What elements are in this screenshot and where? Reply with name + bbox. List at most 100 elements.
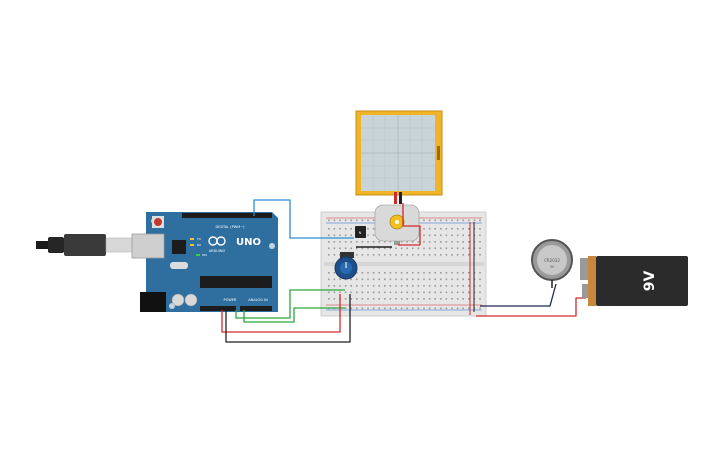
analog-header[interactable] [240,306,272,311]
wires[interactable] [221,199,586,343]
breadboard-hole [451,254,453,256]
breadboard-hole [356,278,358,281]
breadboard-hole [428,228,431,230]
breadboard-hole [372,278,375,281]
breadboard-hole [479,228,481,230]
breadboard-hole [356,247,358,250]
dc-motor[interactable] [374,192,420,245]
breadboard-hole [479,272,481,274]
breadboard-hole [344,298,347,300]
breadboard-hole [434,272,436,274]
breadboard-hole [412,272,414,274]
breadboard-hole [361,298,364,300]
breadboard-hole [406,254,408,256]
breadboard-hole [462,272,464,274]
breadboard-hole [384,247,386,250]
digital-label: DIGITAL (PWM~) [215,225,245,229]
breadboard-hole [434,241,436,243]
breadboard-hole [451,291,453,294]
breadboard-hole [361,278,364,281]
breadboard-hole [333,272,336,274]
breadboard-hole [384,241,386,243]
usb-port[interactable] [131,233,165,259]
arduino-uno-board[interactable]: DIGITAL (PWM~) UNO ARDUINO TX RX ON POWE… [131,212,278,312]
breadboard-hole [451,298,453,300]
lcd-display-module[interactable] [355,110,443,196]
breadboard-hole [406,285,408,287]
breadboard-hole [344,241,347,243]
breadboard-hole [434,234,436,237]
potentiometer[interactable] [334,252,358,280]
breadboard-hole [445,298,448,300]
breadboard-hole [378,298,380,300]
breadboard-hole [468,291,470,294]
breadboard-hole [417,291,420,294]
digital-header[interactable] [182,213,272,218]
breadboard-hole [428,254,431,256]
breadboard-hole [434,307,436,310]
breadboard-hole [423,285,425,287]
breadboard-hole [384,272,386,274]
breadboard-hole [462,247,464,250]
breadboard-hole [456,272,459,274]
breadboard-hole [434,285,436,287]
breadboard-hole [423,291,425,294]
breadboard-hole [333,247,336,250]
coin-cell-battery[interactable]: CR2032 3V [531,239,573,288]
breadboard-hole [328,272,330,274]
breadboard-hole [395,291,397,294]
usb-cable[interactable] [36,234,135,256]
breadboard-hole [440,228,442,230]
breadboard-hole [479,291,481,294]
breadboard-hole [350,228,352,230]
breadboard-hole [445,307,448,310]
breadboard-hole [356,272,358,274]
breadboard-hole [395,254,397,256]
breadboard-hole [350,278,352,281]
breadboard-hole [423,219,425,222]
breadboard-hole [339,219,341,222]
breadboard-hole [350,247,352,250]
power-header[interactable] [200,306,236,311]
breadboard-hole [462,228,464,230]
breadboard-hole [333,254,336,256]
breadboard-hole [440,219,442,222]
breadboard-hole [361,285,364,287]
breadboard-hole [406,272,408,274]
breadboard-hole [356,285,358,287]
breadboard-hole [440,291,442,294]
breadboard-hole [406,241,408,243]
breadboard-hole [372,234,375,237]
breadboard-hole [468,241,470,243]
breadboard-hole [333,291,336,294]
breadboard-hole [423,228,425,230]
nine-volt-battery[interactable]: 9V [580,256,688,306]
breadboard-hole [367,307,369,310]
breadboard-hole [378,272,380,274]
breadboard-hole [333,219,336,222]
breadboard-hole [468,234,470,237]
breadboard-hole [389,247,392,250]
breadboard-hole [479,234,481,237]
breadboard-jumper[interactable] [356,244,420,248]
breadboard-hole [445,285,448,287]
breadboard-hole [428,278,431,281]
breadboard-hole [462,307,464,310]
breadboard-hole [434,219,436,222]
breadboard-hole [479,298,481,300]
breadboard-hole [412,241,414,243]
breadboard-hole [445,234,448,237]
breadboard-hole [462,298,464,300]
breadboard-hole [400,298,403,300]
breadboard-hole [462,219,464,222]
breadboard-hole [468,285,470,287]
breadboard-hole [372,254,375,256]
breadboard-hole [361,307,364,310]
breadboard-hole [440,285,442,287]
breadboard-hole [395,285,397,287]
breadboard-hole [417,307,420,310]
transistor[interactable]: N [355,226,366,238]
breadboard-hole [468,247,470,250]
breadboard-hole [328,234,330,237]
